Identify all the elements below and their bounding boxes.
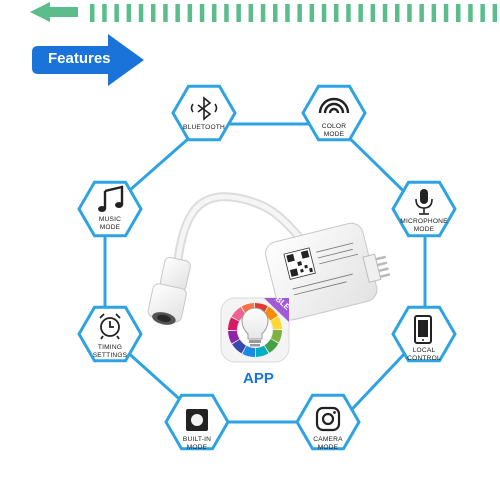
label-local-control: LOCAL CONTROL bbox=[407, 347, 441, 362]
top-stripe-arrow bbox=[30, 2, 498, 22]
square-button-icon bbox=[186, 409, 208, 431]
label-camera-mode: CAMERA MODE bbox=[313, 436, 343, 451]
label-music-mode: MUSIC MODE bbox=[98, 216, 122, 231]
label-built-in-mode: BUILT-IN MODE bbox=[182, 436, 212, 451]
hex-node-timing-settings bbox=[77, 305, 143, 363]
hex-node-camera-mode bbox=[295, 393, 361, 451]
microphone-icon bbox=[415, 189, 433, 215]
label-microphone-mode: MICROPHONE MODE bbox=[400, 218, 448, 233]
smartphone-icon bbox=[414, 315, 432, 344]
bluetooth-icon bbox=[190, 96, 218, 121]
hex-node-color-mode bbox=[301, 84, 367, 142]
features-title: Features bbox=[48, 50, 111, 67]
app-icon: BLE bbox=[220, 294, 292, 363]
label-bluetooth: BLUETOOTH bbox=[183, 124, 225, 131]
controller-device bbox=[147, 192, 391, 325]
app-label: APP bbox=[243, 370, 274, 387]
music-note-icon bbox=[98, 185, 124, 212]
camera-icon bbox=[315, 406, 341, 432]
alarm-clock-icon bbox=[99, 313, 121, 340]
signal-arc-icon bbox=[318, 97, 350, 114]
features-banner bbox=[32, 34, 144, 86]
label-color-mode: COLOR MODE bbox=[321, 123, 347, 138]
label-timing-settings: TIMING SETTINGS bbox=[92, 344, 128, 359]
hex-node-music-mode bbox=[77, 180, 143, 238]
